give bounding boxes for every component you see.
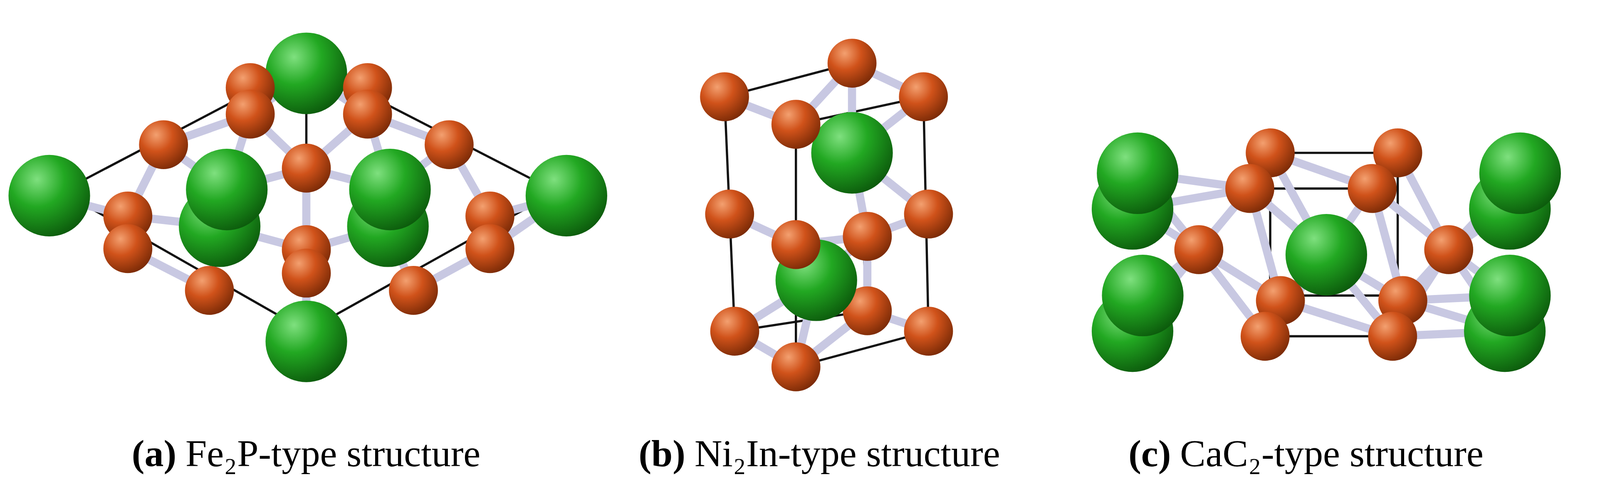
small-atom — [1368, 311, 1418, 362]
small-atom — [1225, 164, 1275, 214]
small-atom — [904, 189, 954, 239]
structure-name: CaC₂-type structure — [1179, 432, 1484, 475]
small-atom — [138, 120, 188, 170]
small-atom — [1347, 164, 1397, 214]
large-atom — [349, 148, 431, 231]
small-atom — [225, 89, 275, 139]
panel-letter: (c) — [1128, 432, 1171, 475]
small-atom — [103, 224, 153, 274]
panel-letter: (a) — [131, 432, 177, 475]
small-atom — [898, 72, 948, 122]
large-atom — [1285, 214, 1368, 296]
small-atom — [827, 38, 877, 88]
structure-panel — [699, 38, 953, 392]
small-atom — [771, 99, 821, 149]
small-atom — [1174, 225, 1224, 275]
small-atom — [1240, 311, 1290, 362]
small-atom — [281, 248, 332, 298]
small-atom — [843, 212, 893, 262]
panel-caption: (b)Ni₂In-type structure — [638, 432, 1000, 475]
large-atom — [1096, 132, 1179, 215]
small-atom — [343, 89, 393, 139]
large-atom — [525, 155, 608, 237]
large-atom — [1101, 254, 1184, 337]
small-atom — [699, 72, 750, 122]
small-atom — [465, 224, 515, 274]
small-atom — [388, 266, 438, 316]
structure-panel — [8, 32, 608, 383]
panel-caption: (a)Fe₂P-type structure — [131, 432, 481, 475]
large-atom — [1468, 254, 1551, 337]
unit-cell-edge — [734, 311, 929, 368]
structure-name: Ni₂In-type structure — [694, 432, 1001, 475]
structure-name: Fe₂P-type structure — [185, 432, 481, 475]
panel-letter: (b) — [638, 432, 686, 475]
small-atom — [710, 306, 760, 357]
small-atom — [771, 220, 821, 270]
small-atom — [281, 143, 332, 193]
small-atom — [185, 266, 235, 316]
structure-panel — [1091, 128, 1561, 373]
large-atom — [8, 155, 90, 237]
small-atom — [1424, 225, 1474, 275]
small-atom — [424, 120, 474, 170]
large-atom — [265, 300, 347, 383]
small-atom — [904, 306, 954, 357]
small-atom — [704, 189, 755, 239]
large-atom — [265, 32, 347, 114]
large-atom — [811, 112, 893, 194]
panel-caption: (c)CaC₂-type structure — [1128, 432, 1484, 475]
small-atom — [771, 342, 821, 392]
large-atom — [1479, 132, 1561, 215]
large-atom — [185, 148, 268, 231]
